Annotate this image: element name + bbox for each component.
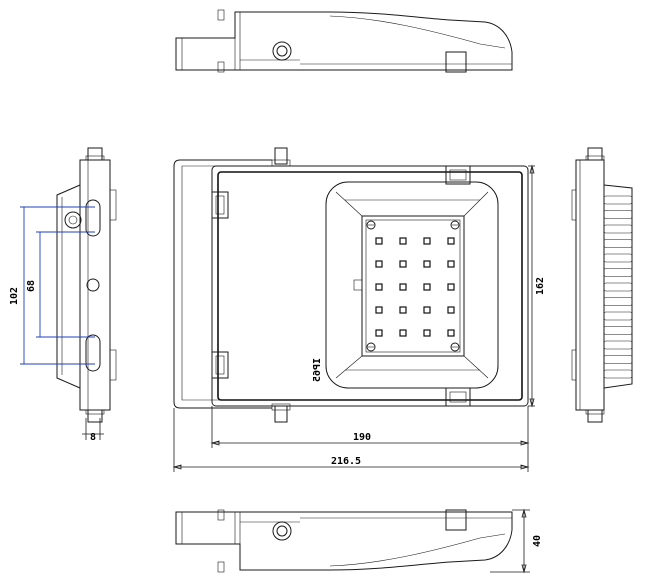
led-chip — [399, 237, 407, 245]
ip-rating-marking: IP65 — [312, 358, 323, 382]
led-chip — [375, 237, 383, 245]
led-chip — [399, 283, 407, 291]
led-chip — [399, 306, 407, 314]
led-chip — [375, 260, 383, 268]
led-chip — [375, 283, 383, 291]
heatsink-fin — [603, 282, 633, 292]
front-dimensions — [172, 164, 535, 472]
dim-102-label: 102 — [9, 287, 20, 305]
led-chip — [423, 283, 431, 291]
led-chip — [375, 329, 383, 337]
front-view — [173, 147, 529, 423]
heatsink-fin — [603, 311, 633, 321]
heatsink-fin — [603, 340, 633, 350]
led-chip — [423, 260, 431, 268]
heatsink-fin — [603, 268, 633, 277]
left-side-view — [56, 147, 117, 423]
heatsink-fin — [603, 253, 633, 263]
dim-216-label: 216.5 — [331, 456, 361, 467]
led-grid — [375, 237, 455, 337]
led-chip — [399, 260, 407, 268]
led-chip — [447, 237, 455, 245]
heatsink-fins — [603, 195, 633, 379]
bottom-view — [175, 509, 513, 573]
dim-8-label: 8 — [90, 432, 96, 443]
left-side-dimensions — [20, 206, 104, 440]
dim-190-label: 190 — [353, 432, 371, 443]
top-view — [175, 9, 513, 73]
heatsink-fin — [603, 239, 633, 248]
led-chip — [447, 283, 455, 291]
led-chip — [447, 329, 455, 337]
led-chip — [375, 306, 383, 314]
led-chip — [447, 260, 455, 268]
heatsink-fin — [603, 210, 633, 219]
led-chip — [399, 329, 407, 337]
dim-40-label: 40 — [532, 535, 543, 547]
heatsink-fin — [603, 195, 633, 205]
led-chip — [423, 237, 431, 245]
heatsink-fin — [603, 326, 633, 335]
dim-68-label: 68 — [26, 280, 37, 292]
led-chip — [423, 306, 431, 314]
dim-162-label: 162 — [535, 277, 546, 295]
heatsink-fin — [603, 355, 633, 364]
bottom-dimensions — [490, 508, 530, 574]
led-chip — [423, 329, 431, 337]
heatsink-fin — [603, 369, 633, 379]
right-side-view — [571, 147, 633, 423]
heatsink-fin — [603, 297, 633, 306]
led-chip — [447, 306, 455, 314]
heatsink-fin — [603, 224, 633, 234]
